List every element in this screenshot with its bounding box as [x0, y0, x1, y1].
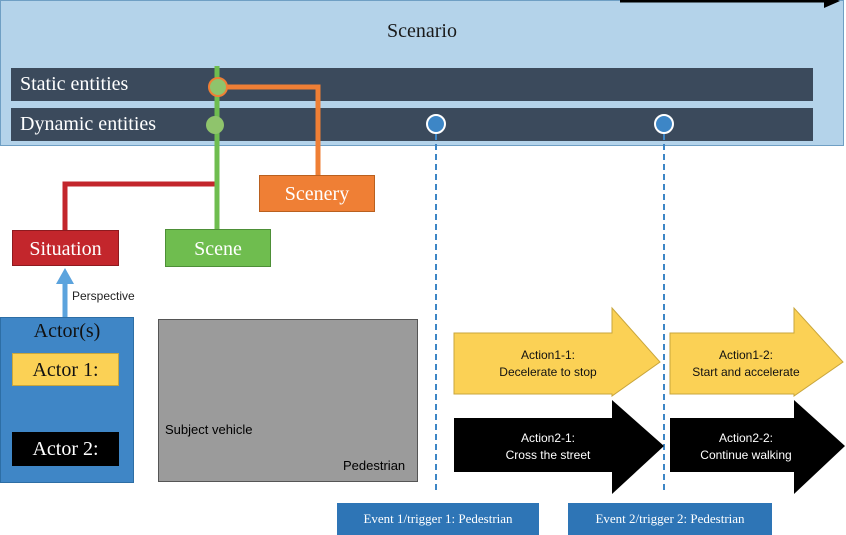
perspective-label: Perspective	[72, 289, 135, 303]
action1-2-title: Action1-2:	[718, 348, 774, 362]
action1-1-arrow	[453, 306, 661, 397]
event1-node	[426, 114, 446, 134]
action2-1-desc: Cross the street	[505, 448, 591, 462]
subject-vehicle-label: Subject vehicle	[165, 422, 253, 437]
event1-box: Event 1/trigger 1: Pedestrian	[337, 503, 539, 535]
situation-connector	[62, 181, 217, 231]
scene-box: Scene	[165, 229, 271, 267]
scenario-title: Scenario	[387, 20, 457, 42]
road-panel	[158, 319, 418, 482]
action1-1-label: Action1-1: Decelerate to stop	[468, 347, 628, 381]
pedestrian-label: Pedestrian	[343, 458, 406, 473]
action2-2-title: Action2-2:	[718, 431, 774, 445]
scenery-connector	[218, 84, 321, 176]
action2-1-arrow	[454, 400, 664, 494]
event2-box: Event 2/trigger 2: Pedestrian	[568, 503, 772, 535]
timeline-arrow-head	[824, 0, 840, 8]
actors-title: Actor(s)	[33, 320, 101, 342]
action1-2-label: Action1-2: Start and accelerate	[676, 347, 816, 381]
event2-node	[654, 114, 674, 134]
action1-1-desc: Decelerate to stop	[499, 365, 597, 379]
dynamic-entities-bar: Dynamic entities	[11, 108, 813, 141]
action2-2-desc: Continue walking	[700, 448, 792, 462]
dynamic-node-scene	[206, 116, 224, 134]
action2-1-label: Action2-1: Cross the street	[468, 430, 628, 464]
action2-1-title: Action2-1:	[520, 431, 576, 445]
situation-box: Situation	[12, 230, 119, 266]
actor1-box: Actor 1:	[12, 353, 119, 386]
actor2-box: Actor 2:	[12, 432, 119, 466]
action2-2-arrow	[670, 400, 845, 494]
action1-2-desc: Start and accelerate	[692, 365, 800, 379]
static-entities-bar: Static entities	[11, 68, 813, 101]
perspective-arrow-head	[56, 268, 74, 284]
static-node	[208, 77, 228, 97]
action2-2-label: Action2-2: Continue walking	[676, 430, 816, 464]
action1-2-arrow	[669, 306, 844, 397]
scenery-box: Scenery	[259, 175, 375, 212]
action1-1-title: Action1-1:	[520, 348, 576, 362]
